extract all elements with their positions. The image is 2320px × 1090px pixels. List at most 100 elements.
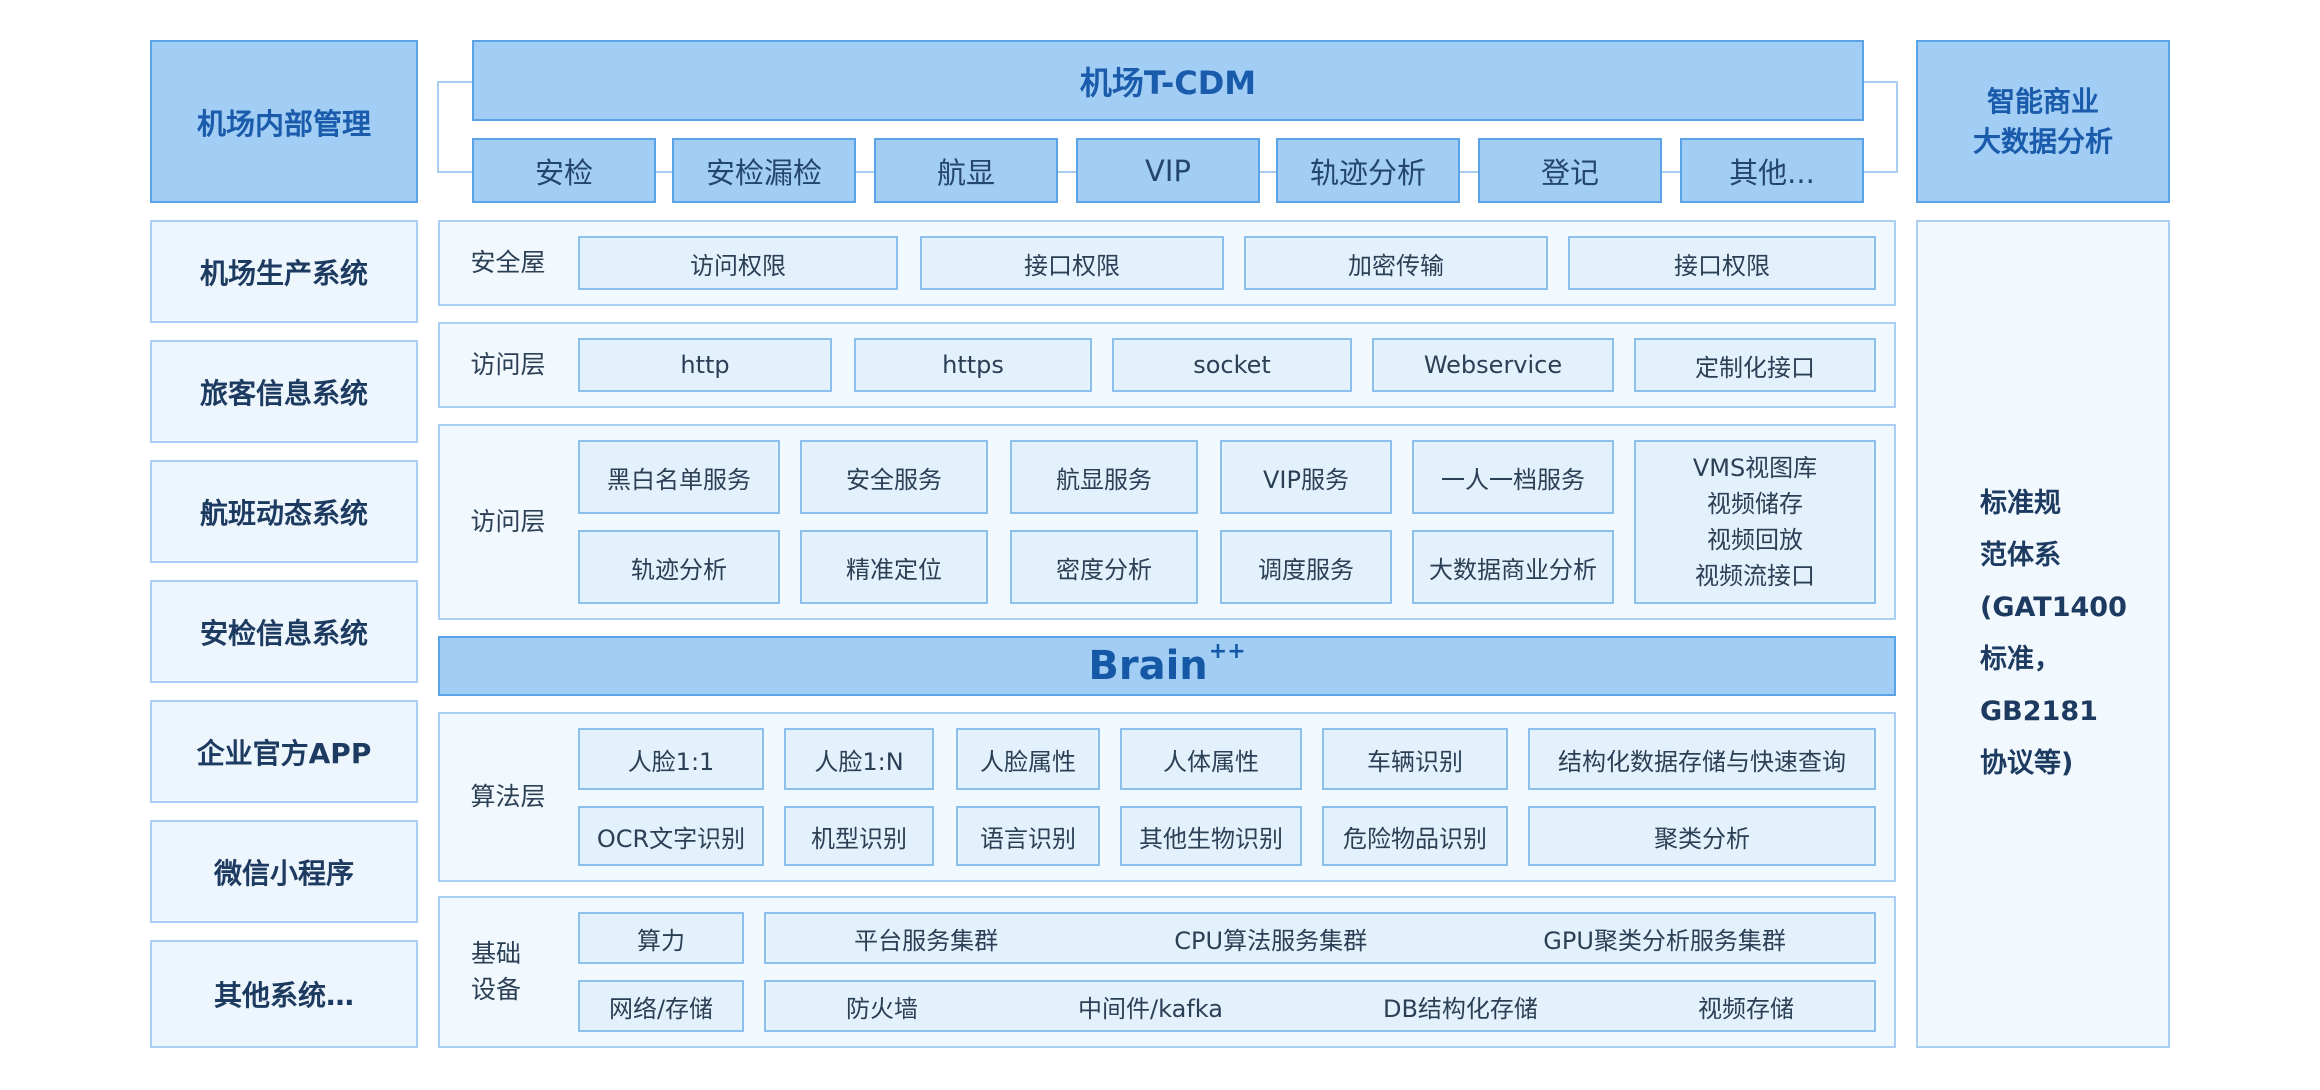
left-system-item[interactable]: 企业官方APP [150,700,418,803]
tcdm-tab-label: 登记 [1540,155,1599,190]
compute-item[interactable]: 算力 [578,912,744,964]
tcdm-connector [1862,81,1898,83]
service-item-label: 一人一档服务 [1441,465,1585,494]
access-item[interactable]: socket [1112,338,1352,392]
left-system-item[interactable]: 航班动态系统 [150,460,418,563]
algorithm-item[interactable]: 结构化数据存储与快速查询 [1528,728,1876,790]
business-analytics-line: 大数据分析 [1972,124,2113,158]
tcdm-tab-register[interactable]: 登记 [1478,138,1662,203]
service-item[interactable]: 安全服务 [800,440,988,514]
algorithm-layer-label: 算法层 [470,782,546,811]
security-item[interactable]: 接口权限 [920,236,1224,290]
tcdm-tab-missed-check[interactable]: 安检漏检 [672,138,856,203]
algorithm-item[interactable]: 其他生物识别 [1120,806,1302,866]
algorithm-item[interactable]: 人脸1:N [784,728,934,790]
service-item[interactable]: 一人一档服务 [1412,440,1614,514]
left-system-label: 企业官方APP [196,736,372,770]
service-item[interactable]: 精准定位 [800,530,988,604]
service-item[interactable]: 大数据商业分析 [1412,530,1614,604]
algorithm-item[interactable]: 人脸1:1 [578,728,764,790]
service-item[interactable]: VIP服务 [1220,440,1392,514]
algorithm-item[interactable]: 机型识别 [784,806,934,866]
left-system-item[interactable]: 旅客信息系统 [150,340,418,443]
network-storage-item: 视频存储 [1697,994,1794,1023]
standards-text: 标准规 范体系 (GAT1400 标准， GB2181 协议等) [1980,478,2127,790]
algorithm-item[interactable]: 人脸属性 [956,728,1100,790]
business-analytics-box: 智能商业 大数据分析 [1916,40,2170,203]
tcdm-tab-security-check[interactable]: 安检 [472,138,656,203]
service-item-label: 精准定位 [846,555,942,584]
security-item-label: 接口权限 [1674,251,1770,280]
vms-line: 视频回放 [1707,526,1803,554]
infrastructure-label-line: 设备 [470,975,521,1004]
compute-cluster-item: CPU算法服务集群 [1174,926,1368,955]
security-item-label: 接口权限 [1024,251,1120,280]
algorithm-item[interactable]: 危险物品识别 [1322,806,1508,866]
algorithm-item[interactable]: 人体属性 [1120,728,1302,790]
tcdm-tab-vip[interactable]: VIP [1076,138,1260,203]
algorithm-item[interactable]: OCR文字识别 [578,806,764,866]
tcdm-tab-label: 其他... [1729,155,1815,190]
service-item[interactable]: 黑白名单服务 [578,440,780,514]
security-item[interactable]: 访问权限 [578,236,898,290]
service-item-label: 轨迹分析 [631,555,727,584]
left-system-item[interactable]: 机场生产系统 [150,220,418,323]
access-item-label: socket [1193,351,1271,379]
tcdm-tab-label: 航显 [936,155,995,190]
network-label: 网络/存储 [608,994,714,1023]
access-layer-label: 访问层 [470,350,546,379]
tcdm-title: 机场T-CDM [1079,63,1257,102]
algorithm-item-label: 车辆识别 [1367,747,1463,776]
access-item[interactable]: https [854,338,1092,392]
algorithm-item[interactable]: 车辆识别 [1322,728,1508,790]
service-item-label: 大数据商业分析 [1429,555,1597,584]
tcdm-tab-trajectory[interactable]: 轨迹分析 [1276,138,1460,203]
security-item[interactable]: 加密传输 [1244,236,1548,290]
brain-sup: ++ [1208,639,1246,664]
algorithm-item-label: 人脸1:1 [627,747,715,776]
service-item-label: 安全服务 [846,465,942,494]
access-item[interactable]: Webservice [1372,338,1614,392]
access-item-label: http [680,351,730,379]
left-system-item[interactable]: 其他系统… [150,940,418,1048]
service-item-label: VIP服务 [1263,465,1349,494]
service-item[interactable]: 轨迹分析 [578,530,780,604]
access-item-label: Webservice [1423,351,1563,379]
network-storage-item: DB结构化存储 [1382,994,1538,1023]
algorithm-item[interactable]: 语言识别 [956,806,1100,866]
left-system-label: 航班动态系统 [199,496,368,530]
service-item-label: 调度服务 [1258,555,1354,584]
left-system-label: 微信小程序 [213,856,354,890]
access-item[interactable]: 定制化接口 [1634,338,1876,392]
tcdm-title-box: 机场T-CDM [472,40,1864,121]
access-item[interactable]: http [578,338,832,392]
tcdm-tab-others[interactable]: 其他... [1680,138,1864,203]
algorithm-item-label: OCR文字识别 [596,824,746,853]
service-item[interactable]: 调度服务 [1220,530,1392,604]
left-system-item[interactable]: 安检信息系统 [150,580,418,683]
tcdm-tab-flight-display[interactable]: 航显 [874,138,1058,203]
compute-label: 算力 [637,926,685,955]
brain-logo: Brain++ [1088,639,1245,689]
algorithm-item[interactable]: 聚类分析 [1528,806,1876,866]
network-storage-item: 防火墙 [846,994,919,1023]
service-item[interactable]: 航显服务 [1010,440,1198,514]
infrastructure-label-line: 基础 [470,939,521,968]
service-item[interactable]: 密度分析 [1010,530,1198,604]
compute-cluster-item: GPU聚类分析服务集群 [1543,926,1786,955]
brain-name: Brain [1088,643,1208,689]
network-storage-row[interactable]: 防火墙 中间件/kafka DB结构化存储 视频存储 [764,980,1876,1032]
network-item[interactable]: 网络/存储 [578,980,744,1032]
algorithm-item-label: 人体属性 [1163,747,1259,776]
standards-line: 协议等) [1980,748,2074,779]
compute-cluster-item: 平台服务集群 [854,926,999,955]
vms-video-box[interactable]: VMS视图库 视频储存 视频回放 视频流接口 [1634,440,1876,604]
standards-line: 范体系 [1980,540,2061,571]
algorithm-item-label: 人脸属性 [980,747,1076,776]
algorithm-item-label: 人脸1:N [814,747,904,776]
standards-panel: 标准规 范体系 (GAT1400 标准， GB2181 协议等) [1916,220,2170,1048]
service-item-label: 密度分析 [1056,555,1152,584]
security-item[interactable]: 接口权限 [1568,236,1876,290]
compute-cluster-row[interactable]: 平台服务集群 CPU算法服务集群 GPU聚类分析服务集群 [764,912,1876,964]
left-system-item[interactable]: 微信小程序 [150,820,418,923]
